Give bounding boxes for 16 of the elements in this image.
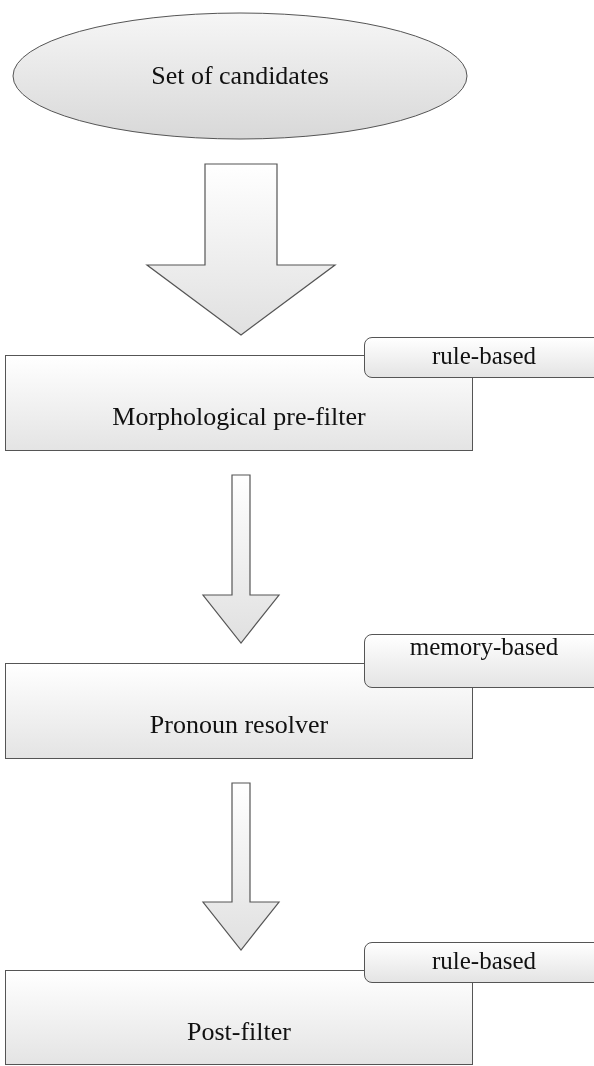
block-arrow bbox=[201, 782, 281, 951]
tag-box bbox=[364, 942, 594, 983]
process-box bbox=[5, 663, 473, 759]
node-label: Pronoun resolver bbox=[149, 710, 329, 740]
node-label: rule-based bbox=[431, 341, 537, 370]
block-arrow bbox=[201, 474, 281, 644]
node-label: memory-based bbox=[409, 633, 559, 661]
process-box bbox=[5, 970, 473, 1065]
node-label: Post-filter bbox=[187, 1016, 291, 1047]
tag-box bbox=[364, 634, 594, 688]
ellipse-node bbox=[12, 12, 468, 140]
node-label: Morphological pre-filter bbox=[112, 402, 366, 432]
node-label: rule-based bbox=[431, 946, 537, 975]
block-arrow bbox=[145, 163, 337, 336]
node-label: Set of candidates bbox=[151, 61, 329, 91]
tag-box bbox=[364, 337, 594, 378]
